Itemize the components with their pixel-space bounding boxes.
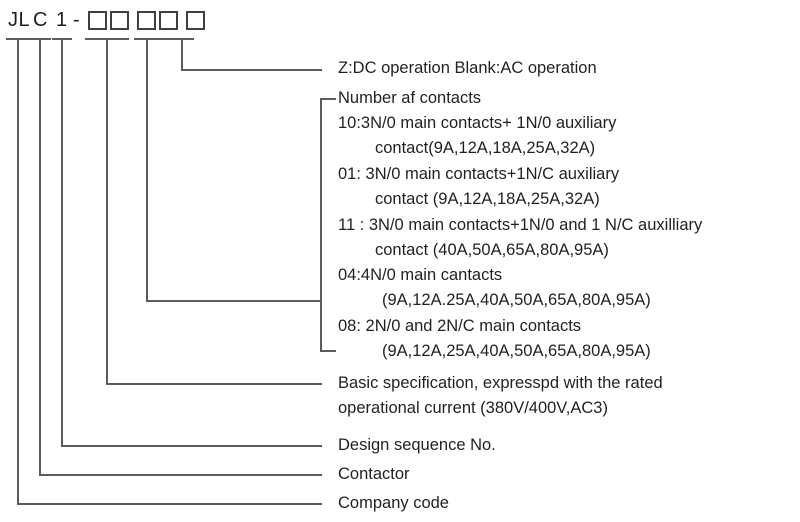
leader-basicspec-stem	[106, 38, 108, 385]
label-contactor: Contactor	[338, 465, 410, 483]
contact-option-11-line1: 11 : 3N/0 main contacts+1N/0 and 1 N/C a…	[338, 216, 703, 234]
code-box-4	[159, 11, 178, 30]
label-dc-ac-operation: Z:DC operation Blank:AC operation	[338, 59, 597, 77]
code-box-3	[137, 11, 156, 30]
leader-designseq-arm	[61, 445, 322, 447]
label-company-code: Company code	[338, 494, 449, 512]
contacts-bracket-bottom	[320, 350, 336, 352]
contacts-bracket-spine	[320, 98, 322, 352]
contact-option-08-line1: 08: 2N/0 and 2N/C main contacts	[338, 317, 582, 335]
leader-dcac-stem	[181, 38, 183, 71]
contacts-bracket-top	[320, 98, 336, 100]
contact-option-04-line1: 04:4N/0 main cantacts	[338, 266, 503, 284]
label-basic-specification-line1: Basic specification, expresspd with the …	[338, 374, 663, 392]
tcap-dc-ac	[172, 38, 194, 40]
contact-option-01-line2: contact (9A,12A,18A,25A,32A)	[375, 190, 600, 208]
contact-option-08-line2: (9A,12A,25A,40A,50A,65A,80A,95A)	[382, 342, 651, 360]
label-design-sequence: Design sequence No.	[338, 436, 496, 454]
product-code-header: JL C 1 -	[0, 8, 210, 38]
code-char-c: C	[33, 9, 48, 31]
label-basic-specification-line2: operational current (380V/400V,AC3)	[338, 399, 608, 417]
contact-option-10-line1: 10:3N/0 main contacts+ 1N/0 auxiliary	[338, 114, 617, 132]
code-char-jl: JL	[8, 9, 31, 31]
code-box-5	[186, 11, 205, 30]
contact-option-04-line2: (9A,12A.25A,40A,50A,65A,80A,95A)	[382, 291, 651, 309]
leader-contactor-arm	[39, 474, 322, 476]
leader-basicspec-arm	[106, 383, 322, 385]
label-number-of-contacts: Number af contacts	[338, 89, 482, 107]
leader-designseq-stem	[61, 38, 63, 447]
code-char-1: 1	[56, 9, 68, 31]
leader-contactor-stem	[39, 38, 41, 476]
leader-dcac-arm	[181, 69, 322, 71]
leader-contacts-arm	[146, 300, 322, 302]
leader-companycode-arm	[17, 503, 322, 505]
code-box-2	[110, 11, 129, 30]
leader-companycode-stem	[17, 38, 19, 505]
tcap-contact-count	[134, 38, 178, 40]
leader-contacts-stem	[146, 38, 148, 302]
contact-option-01-line1: 01: 3N/0 main contacts+1N/C auxiliary	[338, 165, 620, 183]
contact-option-11-line2: contact (40A,50A,65A,80A,95A)	[375, 241, 609, 259]
code-box-1	[88, 11, 107, 30]
code-char-dash: -	[73, 9, 81, 31]
contact-option-10-line2: contact(9A,12A,18A,25A,32A)	[375, 139, 596, 157]
